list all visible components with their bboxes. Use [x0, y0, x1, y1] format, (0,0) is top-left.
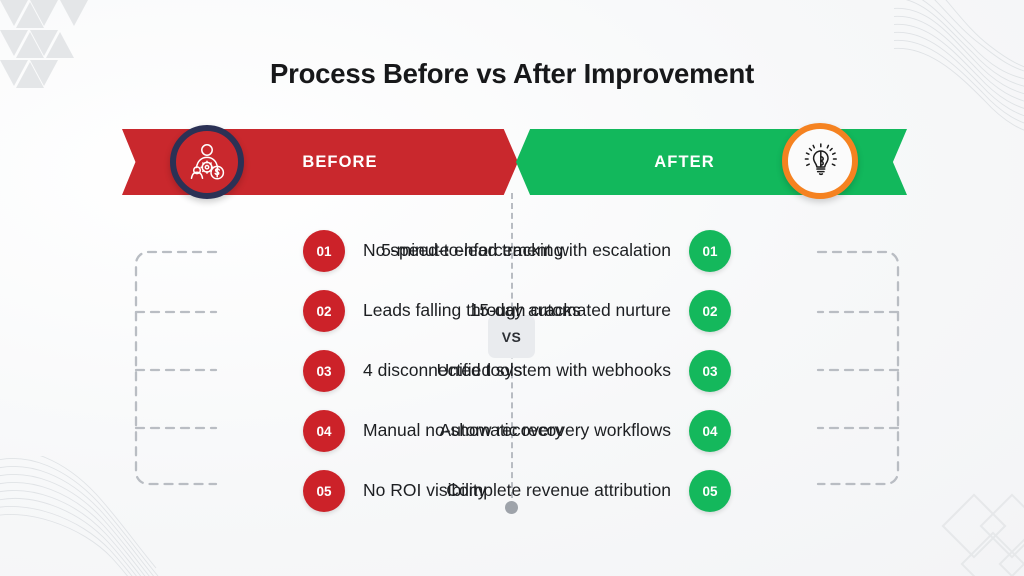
item-label: No speed-to-lead tracking [363, 240, 564, 261]
item-label: No ROI visibility [363, 480, 487, 501]
item-number: 01 [303, 230, 345, 272]
item-label: Unified system with webhooks [436, 360, 671, 381]
lightbulb-icon [804, 143, 837, 176]
list-item: 02 Leads falling through cracks [303, 288, 663, 334]
item-number: 01 [689, 230, 731, 272]
list-item: 04 Manual no-show recovery [303, 408, 663, 454]
list-item: 01 No speed-to-lead tracking [303, 228, 663, 274]
list-item: 01 5-minute enforcement with escalation [371, 228, 731, 274]
center-divider-dot [505, 501, 518, 514]
before-badge [170, 125, 244, 199]
item-number: 04 [303, 410, 345, 452]
before-banner-label: BEFORE [302, 152, 378, 171]
item-number: 04 [689, 410, 731, 452]
item-label: 5-minute enforcement with escalation [381, 240, 671, 261]
list-item: 05 Complete revenue attribution [371, 468, 731, 514]
item-label: 15-day automated nurture [469, 300, 671, 321]
item-number: 03 [303, 350, 345, 392]
page-title: Process Before vs After Improvement [269, 58, 755, 89]
item-number: 05 [689, 470, 731, 512]
item-label: Complete revenue attribution [446, 480, 671, 501]
item-label: 4 disconnected tools [363, 360, 523, 381]
wave-lines-pattern-icon [0, 456, 159, 576]
before-bracket [134, 250, 218, 486]
list-item: 04 Automatic recovery workflows [371, 408, 731, 454]
diamond-outline-pattern-icon [941, 493, 1024, 576]
vs-badge: VS [488, 315, 535, 358]
list-item: 03 Unified system with webhooks [371, 348, 731, 394]
after-bracket [816, 250, 900, 486]
after-banner-label: AFTER [654, 152, 715, 171]
item-label: Manual no-show recovery [363, 420, 564, 441]
item-number: 05 [303, 470, 345, 512]
list-item: 02 15-day automated nurture [371, 288, 731, 334]
list-item: 03 4 disconnected tools [303, 348, 663, 394]
banner-row: BEFORE AFTER [0, 129, 1024, 195]
list-item: 05 No ROI visibility [303, 468, 663, 514]
after-badge [782, 123, 858, 199]
item-number: 02 [689, 290, 731, 332]
item-label: Leads falling through cracks [363, 300, 581, 321]
person-gear-dollar-icon [190, 144, 225, 180]
item-label: Automatic recovery workflows [439, 420, 671, 441]
item-number: 03 [689, 350, 731, 392]
item-number: 02 [303, 290, 345, 332]
